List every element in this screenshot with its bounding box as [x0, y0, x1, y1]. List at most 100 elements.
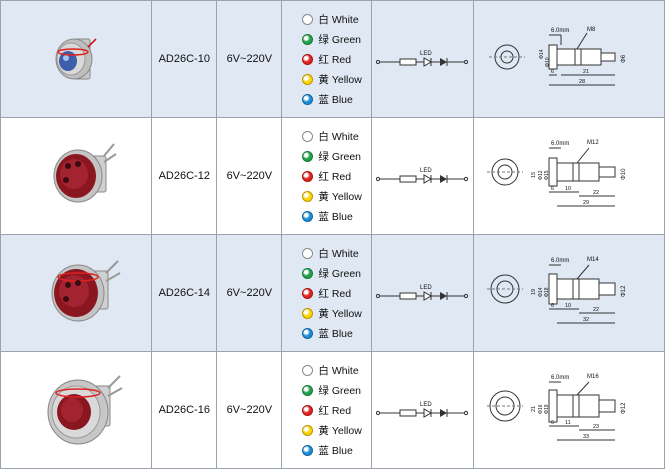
circuit-cell: LED: [370, 351, 474, 469]
dim-h2-label: Φ19: [544, 404, 550, 414]
dim-h1-label: Φ14: [539, 49, 545, 59]
dim-thread-label: M8: [587, 27, 596, 33]
voltage-cell: 6V~220V: [216, 351, 283, 469]
color-option-white: 白 White: [302, 9, 370, 29]
color-option-blue: 蓝 Blue: [302, 323, 370, 343]
color-options-cell: 白 White 绿 Green 红 Red 黄 Yellow 蓝 Blue: [281, 0, 372, 118]
color-option-yellow: 黄 Yellow: [302, 69, 370, 89]
dim-h3-label: Φ12: [621, 285, 627, 297]
dim-h3-label: Φ10: [621, 168, 627, 180]
color-options-cell: 白 White 绿 Green 红 Red 黄 Yellow 蓝 Blue: [281, 117, 372, 235]
dimension-drawing-cell: 6.0mm M16 21 Φ16 Φ19 Φ12 6 11 23 33: [472, 351, 665, 469]
table-row: AD26C-16 6V~220V 白 White 绿 Green 红 Red 黄…: [0, 351, 665, 469]
dim-h2-label: Φ10: [545, 57, 551, 67]
indicator-light-photo: [51, 260, 121, 322]
color-option-green: 绿 Green: [302, 263, 370, 283]
color-options-cell: 白 White 绿 Green 红 Red 黄 Yellow 蓝 Blue: [281, 234, 372, 352]
red-dot-icon: [302, 170, 314, 182]
color-option-blue: 蓝 Blue: [302, 89, 370, 109]
green-dot-icon: [302, 384, 314, 396]
dim-h3-label: Φ6: [621, 54, 627, 63]
dimension-drawing-cell: 6.0mm M8 Φ14 Φ10 Φ6 6 21 28: [472, 0, 665, 118]
color-option-green: 绿 Green: [302, 29, 370, 49]
dim-thread-label: M12: [587, 140, 599, 146]
indicator-light-photo: [53, 143, 117, 203]
dim-d1-label: 6: [551, 69, 554, 75]
led-circuit-diagram: LED: [375, 51, 469, 67]
dimension-drawing-cell: 6.0mm M14 19 Φ14 Φ18 Φ12 6 10 22 32: [472, 234, 665, 352]
dim-h0-label: 21: [531, 406, 537, 412]
color-option-yellow: 黄 Yellow: [302, 420, 370, 440]
color-option-red: 红 Red: [302, 400, 370, 420]
indicator-light-photo: [47, 375, 123, 445]
color-options-cell: 白 White 绿 Green 红 Red 黄 Yellow 蓝 Blue: [281, 351, 372, 469]
indicator-light-photo: [55, 38, 97, 80]
color-option-white: 白 White: [302, 360, 370, 380]
white-dot-icon: [302, 13, 314, 25]
color-option-green: 绿 Green: [302, 146, 370, 166]
led-circuit-diagram: LED: [375, 168, 469, 184]
blue-dot-icon: [302, 93, 314, 105]
color-option-blue: 蓝 Blue: [302, 440, 370, 460]
dim-d3-label: 29: [583, 200, 589, 206]
led-label: LED: [420, 51, 432, 57]
product-image-cell: [0, 234, 153, 352]
dimension-drawing-cell: 6.0mm M12 15 Φ12 Φ15 Φ10 6 10 22 29: [472, 117, 665, 235]
color-option-red: 红 Red: [302, 49, 370, 69]
dim-h1-label: Φ14: [538, 287, 544, 297]
color-option-yellow: 黄 Yellow: [302, 186, 370, 206]
blue-dot-icon: [302, 444, 314, 456]
dim-h1-label: Φ16: [538, 404, 544, 414]
dim-d2-label: 21: [583, 69, 589, 75]
red-dot-icon: [302, 53, 314, 65]
dim-thread-label: M14: [587, 257, 599, 263]
color-option-yellow: 黄 Yellow: [302, 303, 370, 323]
yellow-dot-icon: [302, 190, 314, 202]
dim-d1-label: 6: [551, 303, 554, 309]
dim-d1-label: 6: [551, 420, 554, 426]
red-dot-icon: [302, 287, 314, 299]
color-option-white: 白 White: [302, 243, 370, 263]
model-cell: AD26C-10: [151, 0, 218, 118]
dim-h2-label: Φ15: [544, 170, 550, 180]
table-row: AD26C-12 6V~220V 白 White 绿 Green 红 Red 黄…: [0, 117, 665, 235]
circuit-cell: LED: [370, 117, 474, 235]
led-label: LED: [420, 402, 432, 408]
dim-d4-label: 22: [593, 190, 599, 196]
dimension-drawing: 6.0mm M8 Φ14 Φ10 Φ6 6 21 28: [488, 27, 627, 86]
dim-d3-label: 32: [583, 317, 589, 323]
dim-d3-label: 28: [579, 79, 585, 85]
dim-d2-label: 10: [565, 303, 571, 309]
color-option-white: 白 White: [302, 126, 370, 146]
dim-d1-label: 6: [551, 186, 554, 192]
dim-h1-label: Φ12: [538, 170, 544, 180]
dim-d4-label: 23: [593, 424, 599, 430]
dim-width-label: 6.0mm: [551, 28, 569, 34]
color-option-red: 红 Red: [302, 166, 370, 186]
table-row: AD26C-10 6V~220V 白 White 绿 Green 红 Red 黄…: [0, 0, 665, 118]
blue-dot-icon: [302, 210, 314, 222]
dim-h0-label: 19: [531, 289, 537, 295]
yellow-dot-icon: [302, 307, 314, 319]
dim-h3-label: Φ12: [621, 402, 627, 414]
dim-thread-label: M16: [587, 374, 599, 380]
model-cell: AD26C-16: [151, 351, 218, 469]
blue-dot-icon: [302, 327, 314, 339]
dim-d2-label: 11: [565, 420, 571, 426]
green-dot-icon: [302, 33, 314, 45]
voltage-cell: 6V~220V: [216, 234, 283, 352]
voltage-cell: 6V~220V: [216, 0, 283, 118]
red-dot-icon: [302, 404, 314, 416]
dim-d4-label: 22: [593, 307, 599, 313]
product-image-cell: [0, 0, 153, 118]
dim-width-label: 6.0mm: [551, 258, 569, 264]
dim-d2-label: 10: [565, 186, 571, 192]
led-circuit-diagram: LED: [375, 285, 469, 301]
led-label: LED: [420, 168, 432, 174]
dimension-drawing: 6.0mm M14 19 Φ14 Φ18 Φ12 6 10 22 32: [486, 257, 627, 324]
product-image-cell: [0, 351, 153, 469]
dim-width-label: 6.0mm: [551, 375, 569, 381]
green-dot-icon: [302, 150, 314, 162]
dim-h2-label: Φ18: [544, 287, 550, 297]
dim-h0-label: 15: [531, 172, 537, 178]
